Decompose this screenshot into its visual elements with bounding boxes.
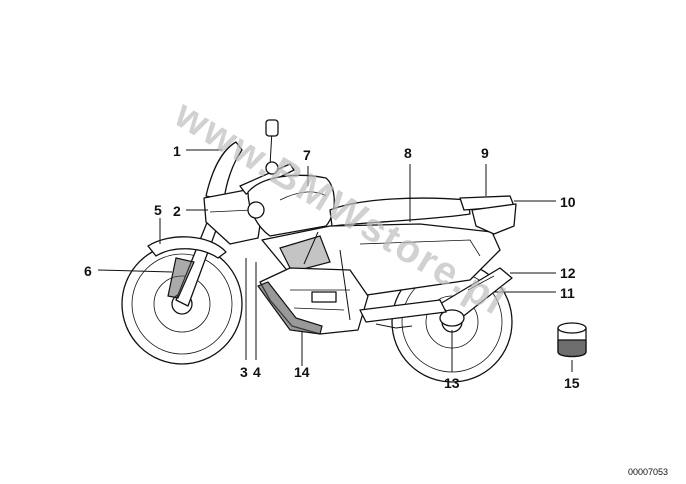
leader-lines: [97, 149, 573, 372]
callout-7: 7: [303, 147, 311, 163]
callout-10: 10: [560, 194, 576, 210]
callout-labels: 1 2 3 4 5 6 7 8 9 10 11 12 13 14 15: [84, 143, 580, 391]
callout-1: 1: [173, 143, 181, 159]
fuel-tank: [247, 174, 335, 237]
callout-4: 4: [253, 364, 261, 380]
front-fender: [147, 236, 227, 259]
callout-5: 5: [154, 202, 162, 218]
callout-15: 15: [564, 375, 580, 391]
tank-badge: [247, 201, 265, 219]
callout-8: 8: [404, 145, 412, 161]
fork-decal: [167, 257, 195, 299]
callout-12: 12: [560, 265, 576, 281]
rear-cowl: [471, 203, 517, 235]
callout-9: 9: [481, 145, 489, 161]
document-number: 00007053: [628, 467, 668, 477]
paint-can: [557, 322, 587, 358]
motorcycle-illustration: [121, 119, 517, 383]
callout-14: 14: [294, 364, 310, 380]
windscreen: [205, 141, 243, 201]
callout-6: 6: [84, 263, 92, 279]
callout-11: 11: [560, 285, 575, 301]
callout-2: 2: [173, 203, 181, 219]
callout-3: 3: [240, 364, 248, 380]
seat: [329, 197, 471, 227]
skid-plate: [257, 281, 323, 335]
callout-13: 13: [444, 375, 460, 391]
